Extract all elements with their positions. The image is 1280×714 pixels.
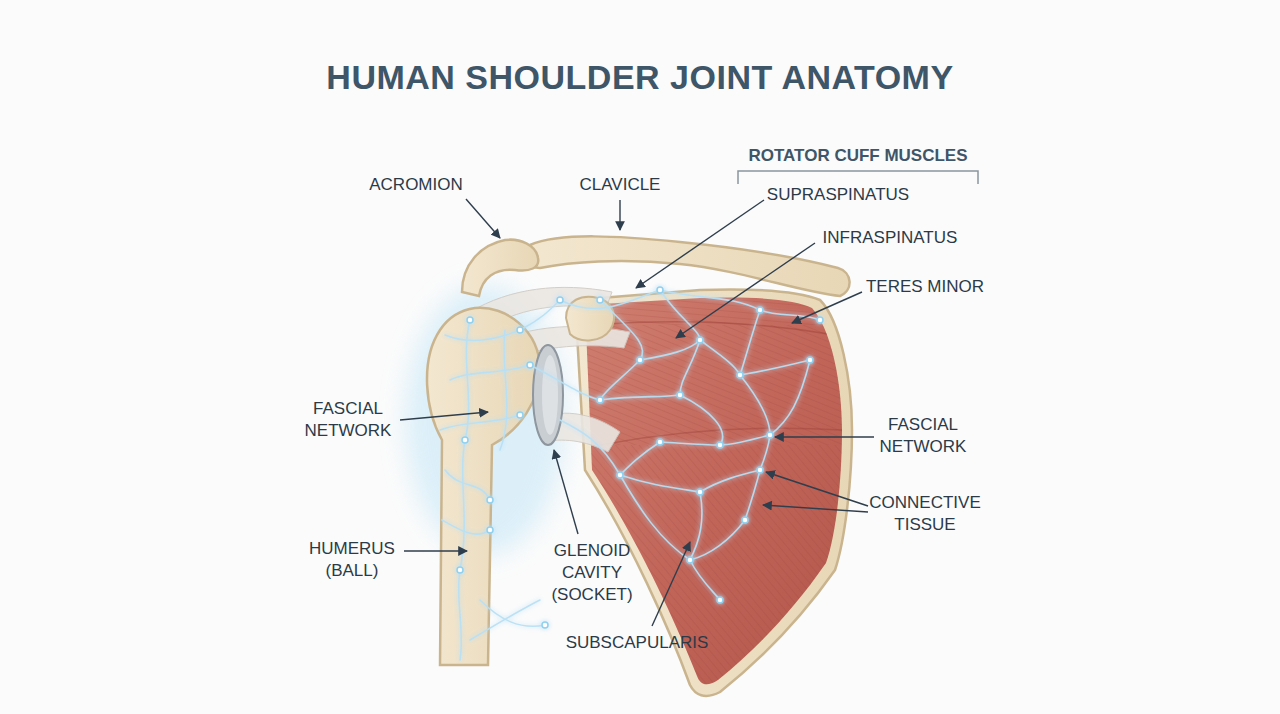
fascial-node (757, 467, 763, 473)
fascial-network (445, 330, 520, 340)
glenoid-surface (542, 355, 558, 435)
fascial-node (742, 517, 748, 523)
fascial-node (697, 337, 703, 343)
fascial-network (560, 290, 820, 320)
clavicle-bone (523, 236, 849, 296)
part-label: TERES MINOR (845, 276, 1005, 298)
fascial-network (620, 475, 690, 560)
fascial-node (542, 622, 548, 628)
fascial-node (597, 397, 603, 403)
leader-line (636, 200, 764, 288)
fascial-network (600, 300, 643, 400)
fascial-node (637, 357, 643, 363)
leader-line (466, 199, 500, 238)
fascial-network (470, 600, 540, 640)
group-bracket (738, 171, 978, 184)
group-label: ROTATOR CUFF MUSCLES (728, 145, 988, 167)
leader-line (554, 450, 578, 534)
fascial-network (690, 520, 745, 560)
humerus-bone (427, 308, 540, 665)
part-label: CLAVICLE (560, 174, 680, 196)
fascial-node (687, 557, 693, 563)
fascial-node (457, 287, 823, 628)
fascial-node (657, 287, 663, 293)
glenoid-cavity (533, 345, 563, 445)
fascial-network (459, 320, 470, 660)
fascial-node (717, 442, 723, 448)
part-label: HUMERUS (BALL) (297, 538, 407, 582)
fascial-node (597, 297, 603, 303)
leader-line (404, 550, 467, 551)
fascial-node (717, 597, 723, 603)
fascial-network (600, 395, 723, 445)
fascial-node (817, 317, 823, 323)
fascial-node (557, 297, 563, 303)
fascial-network (660, 290, 700, 395)
coracoid-process (566, 297, 614, 341)
fascial-node (527, 362, 533, 368)
leader-line (792, 292, 862, 323)
fascial-network (442, 520, 490, 534)
leader-line (400, 199, 874, 626)
fascial-network (480, 600, 545, 626)
fascial-network (690, 492, 720, 600)
fascial-node (457, 567, 463, 573)
fascial-node (617, 472, 623, 478)
acromion-bone (462, 240, 538, 296)
fascial-node (737, 372, 743, 378)
leader-line (619, 200, 620, 230)
leader-line (676, 243, 815, 338)
diagram-title: HUMAN SHOULDER JOINT ANATOMY (0, 58, 1280, 97)
part-label: CONNECTIVE TISSUE (860, 492, 990, 536)
fascial-node (487, 497, 493, 503)
fascial-network (445, 470, 490, 500)
fascial-node (757, 307, 763, 313)
part-label: INFRASPINATUS (800, 227, 980, 249)
fascial-node (517, 327, 523, 333)
leader-line (775, 436, 874, 437)
fascial-node (657, 439, 663, 445)
fascial-network (440, 290, 820, 660)
part-label: ACROMION (346, 174, 486, 196)
fascial-node (467, 317, 473, 323)
fascial-network (620, 442, 760, 492)
leader-line (763, 505, 868, 512)
fascial-node (462, 437, 468, 443)
fascial-network (500, 330, 507, 450)
fascial-node (487, 527, 493, 533)
part-label: GLENOID CAVITY (SOCKET) (545, 540, 640, 606)
part-label: SUBSCAPULARIS (547, 632, 727, 654)
fascial-node (677, 392, 683, 398)
part-label: SUPRASPINATUS (748, 184, 928, 206)
fascial-network (745, 435, 770, 520)
fascial-node (697, 489, 703, 495)
fascial-network (560, 420, 620, 475)
fascial-node (517, 412, 523, 418)
fascial-network (520, 300, 560, 330)
fascial-network (530, 365, 600, 400)
leader-line (400, 412, 488, 420)
fascial-network (720, 360, 810, 445)
fascial-network (640, 340, 810, 375)
fascial-network (440, 415, 520, 430)
part-label: FASCIAL NETWORK (868, 414, 978, 458)
fascial-network (450, 365, 530, 380)
part-label: FASCIAL NETWORK (293, 398, 403, 442)
leader-line (766, 472, 868, 506)
leader-line (652, 542, 690, 626)
fascial-node (767, 432, 773, 438)
fascial-node (807, 357, 813, 363)
